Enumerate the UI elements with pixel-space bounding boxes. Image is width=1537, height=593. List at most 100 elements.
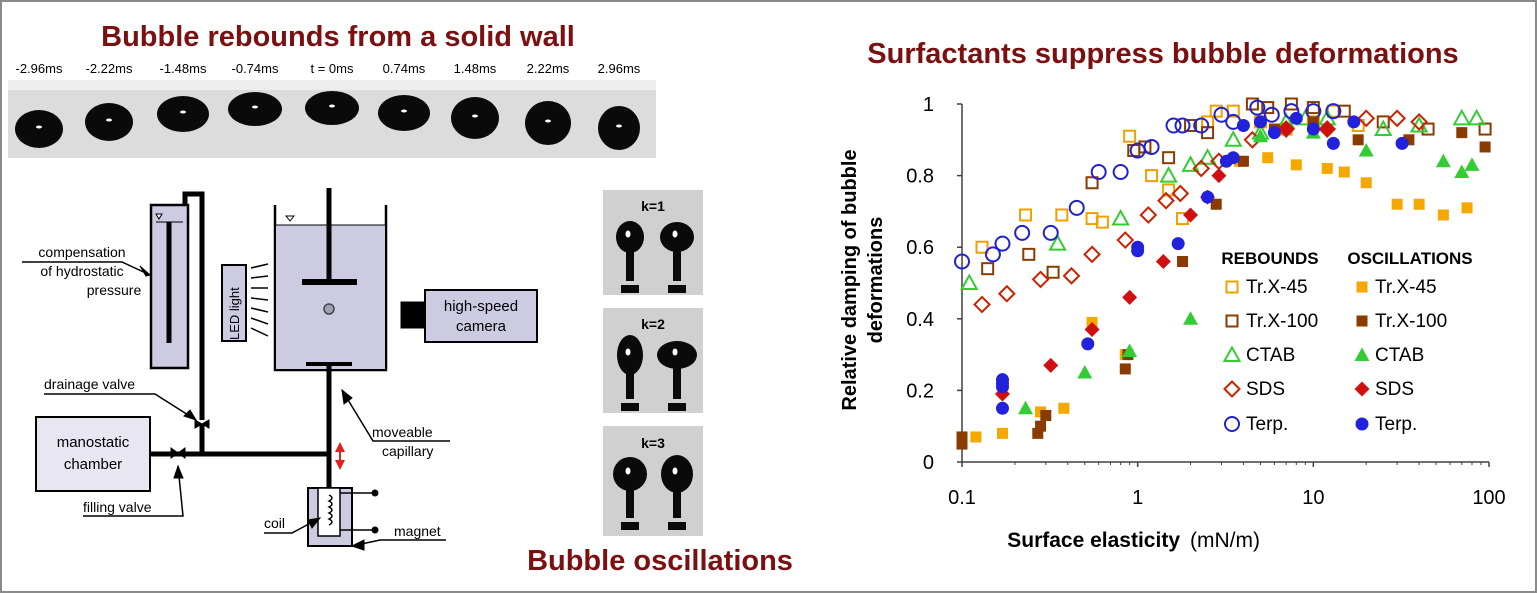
bubble-highlight — [625, 467, 631, 475]
data-point — [1090, 164, 1107, 181]
data-point — [1306, 122, 1320, 136]
frame-time-label: 2.22ms — [527, 61, 570, 76]
data-point — [960, 273, 979, 290]
rebound-title: Bubble rebounds from a solid wall — [101, 21, 575, 53]
bubble-highlight — [36, 125, 42, 129]
mode-capillary — [626, 487, 634, 518]
data-point — [1461, 202, 1473, 214]
data-point — [975, 240, 989, 254]
data-point — [1237, 155, 1249, 167]
data-point — [1083, 245, 1101, 264]
legend-entry: CTAB — [1246, 345, 1295, 366]
data-point — [1467, 108, 1486, 126]
led-light-box — [221, 264, 247, 342]
legend-marker — [1225, 314, 1239, 328]
filmstrip-bubble — [451, 97, 499, 139]
x-tick-label: 10 — [1302, 487, 1324, 509]
mode-capillary — [626, 371, 634, 399]
data-point — [956, 431, 968, 443]
mode-bubble — [617, 335, 643, 375]
data-point — [1062, 266, 1081, 285]
bubble-highlight — [625, 230, 631, 238]
data-point — [1139, 206, 1158, 224]
mode-capillary-base — [668, 403, 686, 411]
data-point — [1421, 122, 1435, 136]
data-point — [1131, 240, 1145, 254]
label-compensation: of hydrostatic — [40, 263, 123, 279]
data-point — [1122, 343, 1138, 358]
data-point — [1464, 157, 1480, 171]
data-point — [956, 438, 968, 450]
x-tick-label: 0.1 — [948, 487, 976, 509]
x-axis-label: Surface elasticity — [1007, 529, 1180, 552]
data-point — [1183, 311, 1199, 325]
bubble-highlight — [616, 124, 622, 128]
data-point — [1413, 198, 1425, 210]
leader-arrowhead — [173, 464, 184, 479]
data-point — [1352, 134, 1364, 146]
filmstrip-bubble — [15, 110, 63, 148]
label-coil: coil — [264, 515, 285, 531]
data-point — [1081, 337, 1095, 351]
data-point — [973, 295, 991, 314]
mode-capillary-base — [621, 522, 639, 530]
label-camera: high-speed — [444, 298, 518, 315]
chart-title: Surfactants suppress bubble deformations — [867, 38, 1458, 70]
bubble-icon — [323, 303, 335, 315]
data-point — [1084, 322, 1100, 338]
label-moveable-capillary: capillary — [382, 443, 433, 459]
leader-arrowhead — [139, 265, 152, 277]
data-point — [1042, 224, 1059, 241]
bubble-highlight — [672, 230, 678, 238]
mode-capillary-base — [621, 285, 639, 293]
data-point — [1347, 115, 1361, 129]
data-point — [1395, 136, 1409, 150]
data-point — [996, 427, 1008, 439]
data-point — [1267, 126, 1281, 140]
filmstrip-bubble — [228, 92, 282, 126]
frame-time-label: 0.74ms — [383, 61, 426, 76]
data-point — [1171, 237, 1185, 251]
leader-arrowhead — [341, 388, 353, 405]
data-point — [1263, 106, 1280, 123]
data-point — [1456, 127, 1468, 139]
data-point — [1374, 119, 1393, 137]
data-point — [1116, 231, 1135, 249]
camera-lens — [400, 301, 426, 329]
filmstrip-bubble — [305, 91, 359, 125]
oscillation-modes: k=1 k=2 k=3 — [603, 190, 703, 536]
rebound-filmstrip: -2.96ms -2.22ms -1.48ms -0.74ms t = 0ms … — [8, 61, 656, 158]
series-oscillations-ctab — [1018, 125, 1480, 415]
x-tick-label: 100 — [1472, 487, 1505, 509]
data-point — [1224, 130, 1243, 147]
leader-line — [83, 465, 184, 517]
data-point — [1213, 106, 1230, 123]
y-axis-label-line1: Relative damping of bubble — [839, 149, 861, 410]
data-point — [1325, 103, 1342, 120]
data-point — [1077, 365, 1093, 379]
bubble-highlight — [672, 467, 678, 475]
data-point — [984, 246, 1001, 263]
frame-time-label: 1.48ms — [454, 61, 497, 76]
mode-label: k=2 — [641, 316, 665, 332]
data-point — [1111, 209, 1130, 226]
mode-bubble — [661, 455, 693, 493]
mode-capillary-base — [668, 285, 686, 293]
legend-marker — [1354, 381, 1370, 397]
chart-axis-labels: Relative damping of bubble deformations … — [839, 149, 1473, 552]
data-point — [1183, 207, 1199, 223]
drainage-valve-icon — [194, 419, 210, 429]
data-point — [1210, 198, 1222, 210]
y-tick-label: 0.6 — [906, 237, 934, 259]
data-point — [970, 431, 982, 443]
data-point — [1046, 265, 1060, 279]
filmstrip-wall — [8, 80, 656, 90]
filmstrip-bubble — [85, 103, 133, 141]
data-point — [997, 284, 1016, 303]
legend-entry: SDS — [1375, 379, 1414, 400]
mode-capillary — [673, 489, 681, 518]
high-speed-camera-box — [424, 289, 538, 343]
x-tick-label: 1 — [1132, 487, 1143, 509]
data-point — [1085, 176, 1099, 190]
